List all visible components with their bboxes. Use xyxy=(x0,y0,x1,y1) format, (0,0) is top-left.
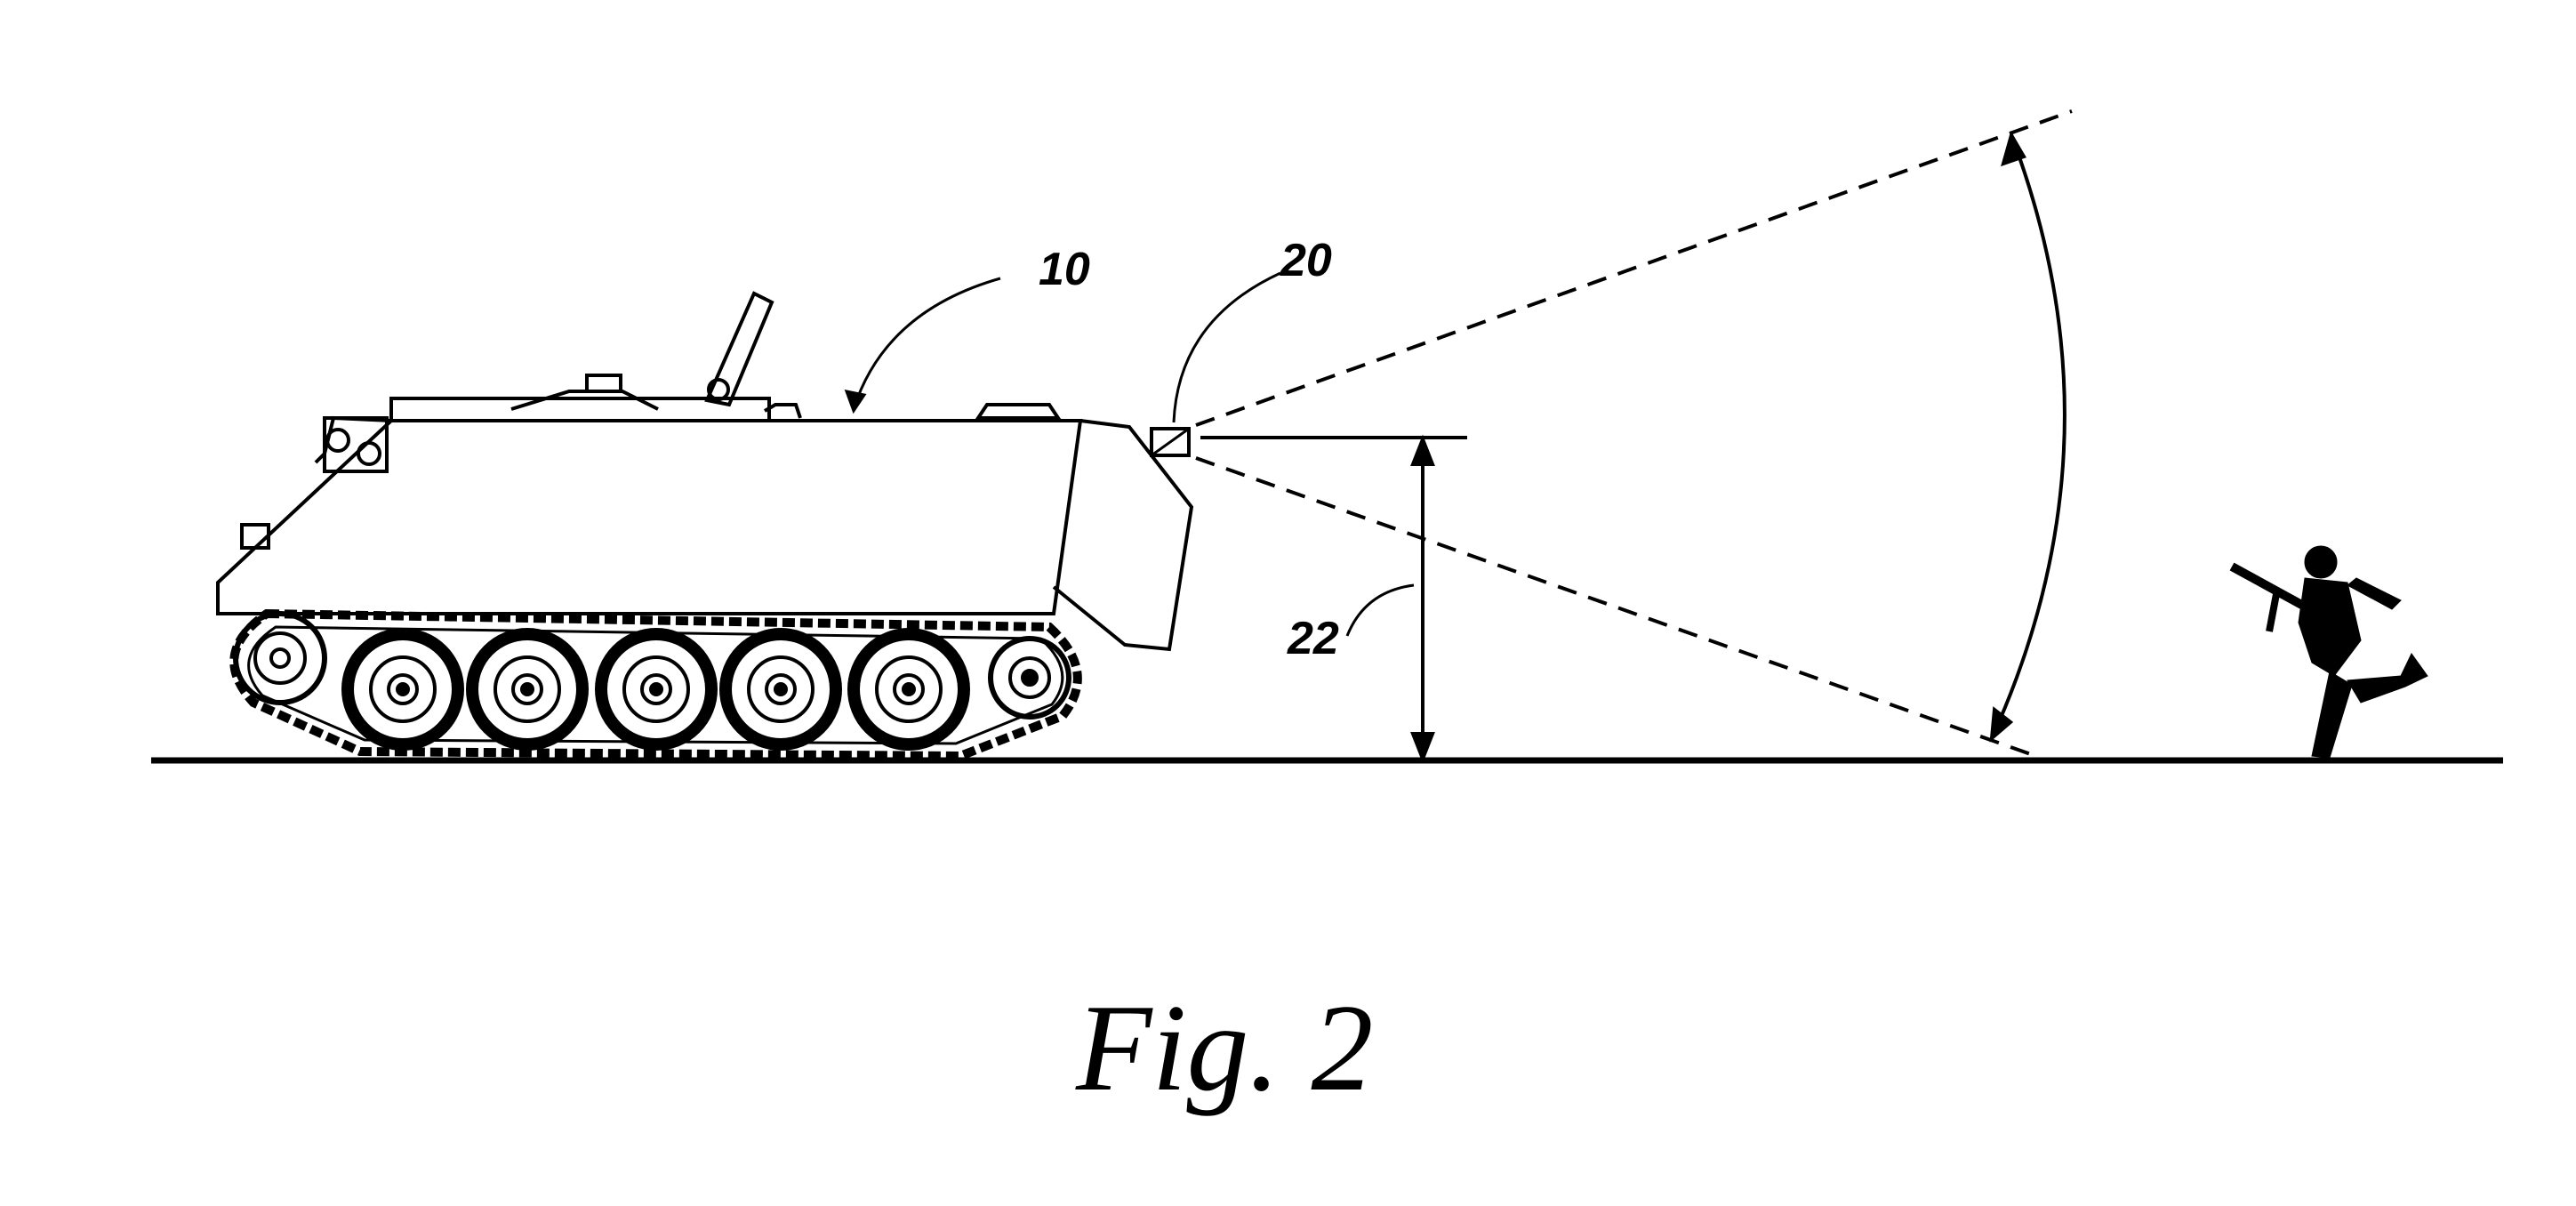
road-wheel xyxy=(595,628,718,751)
cone-upper-edge xyxy=(1195,109,2073,427)
height-dimension xyxy=(1200,434,1467,764)
person-with-rifle xyxy=(2229,545,2428,759)
road-wheel xyxy=(719,628,842,751)
leader-20 xyxy=(1172,271,1281,423)
arc-arrowhead-top xyxy=(2001,130,2026,167)
figure-caption: Fig. 2 xyxy=(1075,979,1373,1117)
leader-22 xyxy=(1345,583,1415,637)
road-wheel xyxy=(466,628,589,751)
label-10: 10 xyxy=(1039,244,1090,295)
armored-vehicle xyxy=(216,291,1194,761)
label-20: 20 xyxy=(1280,235,1332,286)
open-hatch-cover xyxy=(704,291,774,407)
leader-10 xyxy=(852,277,1001,410)
label-22: 22 xyxy=(1287,613,1339,664)
vehicle-hull xyxy=(216,419,1083,615)
drive-sprocket xyxy=(233,611,327,705)
road-wheel xyxy=(341,628,464,751)
road-wheel xyxy=(847,628,970,751)
arc-arrowhead-bottom xyxy=(1989,706,2014,743)
cone-angle-arc xyxy=(1990,134,2066,739)
detection-cone xyxy=(1195,109,2073,760)
idler-wheel xyxy=(988,636,1071,720)
cone-lower-edge xyxy=(1195,456,2042,760)
